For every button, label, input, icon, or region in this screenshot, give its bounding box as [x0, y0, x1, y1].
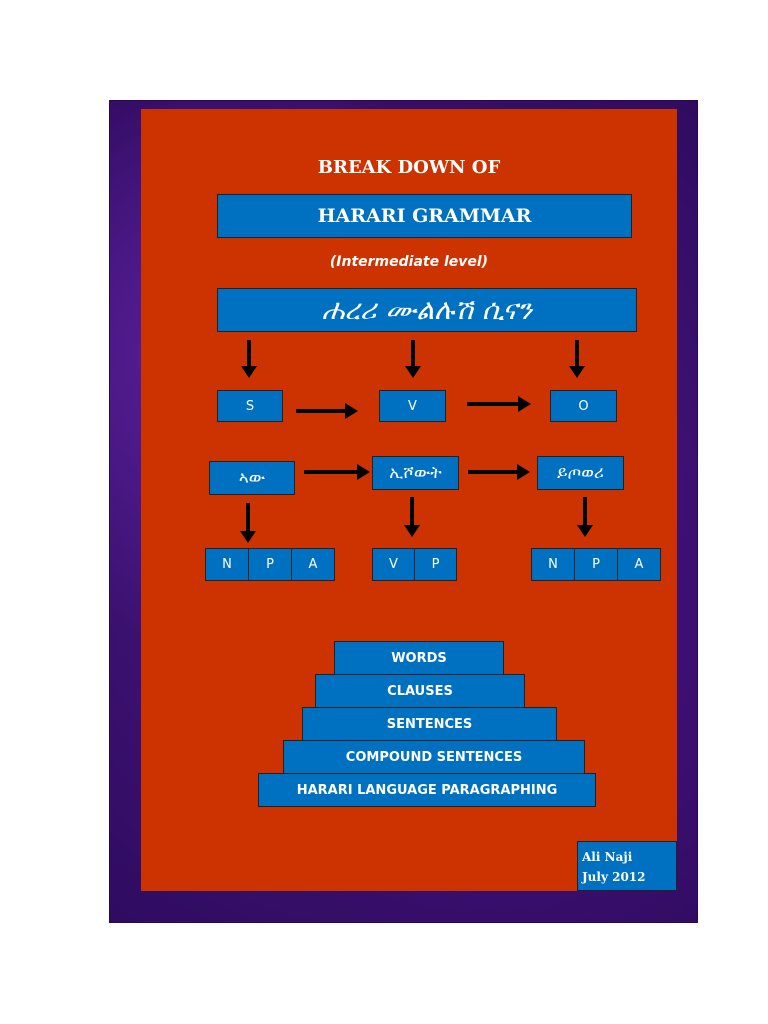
pyramid-label: HARARI LANGUAGE PARAGRAPHING [296, 782, 558, 798]
phrase-cell: N [532, 549, 575, 580]
phrase-cell: P [249, 549, 292, 580]
arrow-right-verb-object [468, 464, 530, 480]
phrase-cell: A [634, 557, 644, 572]
arrow-right-s-v [296, 403, 358, 419]
verb-amharic: ኢሾውት [389, 463, 442, 483]
phrase-cell: P [575, 549, 618, 580]
noun-phrase-right: N P A [531, 548, 661, 581]
pyramid-label: WORDS [391, 650, 447, 666]
author-signature-box: Ali Naji July 2012 [577, 841, 677, 891]
author-date: July 2012 [582, 870, 646, 884]
noun-phrase-left: N P A [205, 548, 335, 581]
pyramid-label: CLAUSES [387, 683, 453, 699]
phrase-cell: N [206, 549, 249, 580]
page-title: BREAK DOWN OF [317, 157, 501, 178]
pyramid-label: COMPOUND SENTENCES [345, 749, 523, 765]
author-name: Ali Naji [582, 850, 633, 864]
pyramid-level-clauses: CLAUSES [315, 674, 525, 708]
v-box: V [379, 390, 446, 422]
arrow-down-verb [404, 497, 420, 537]
subject-amharic-box: ኣው [209, 461, 295, 495]
pyramid-label: SENTENCES [386, 716, 473, 732]
amharic-title: ሐረሪ ሙልሉሽ ሲናን [321, 293, 533, 326]
s-label: S [245, 398, 255, 414]
phrase-cell: P [431, 557, 440, 572]
v-label: V [408, 398, 417, 414]
pyramid-level-paragraphing: HARARI LANGUAGE PARAGRAPHING [258, 773, 596, 807]
o-box: O [550, 390, 617, 422]
s-box: S [217, 390, 283, 422]
amharic-title-box: ሐረሪ ሙልሉሽ ሲናን [217, 288, 637, 332]
phrase-cell: A [308, 557, 318, 572]
grammar-title: HARARI GRAMMAR [317, 205, 532, 227]
object-amharic: ይጦወሪ [557, 463, 604, 483]
arrow-right-subject-verb [304, 464, 370, 480]
arrow-down-o [569, 340, 585, 378]
subject-amharic: ኣው [238, 468, 266, 488]
o-label: O [578, 398, 589, 414]
arrow-down-s [241, 340, 257, 378]
level-subtitle: (Intermediate level) [329, 254, 489, 270]
arrow-right-v-o [467, 396, 531, 412]
arrow-down-v [405, 340, 421, 378]
phrase-cell: V [373, 549, 415, 580]
pyramid-level-sentences: SENTENCES [302, 707, 557, 741]
pyramid-level-words: WORDS [334, 641, 504, 675]
verb-amharic-box: ኢሾውት [372, 456, 459, 490]
arrow-down-object [577, 497, 593, 537]
arrow-down-subject [240, 503, 256, 543]
pyramid-level-compound-sentences: COMPOUND SENTENCES [283, 740, 585, 774]
verb-phrase-middle: V P [372, 548, 457, 581]
grammar-title-box: HARARI GRAMMAR [217, 194, 632, 238]
object-amharic-box: ይጦወሪ [537, 456, 624, 490]
